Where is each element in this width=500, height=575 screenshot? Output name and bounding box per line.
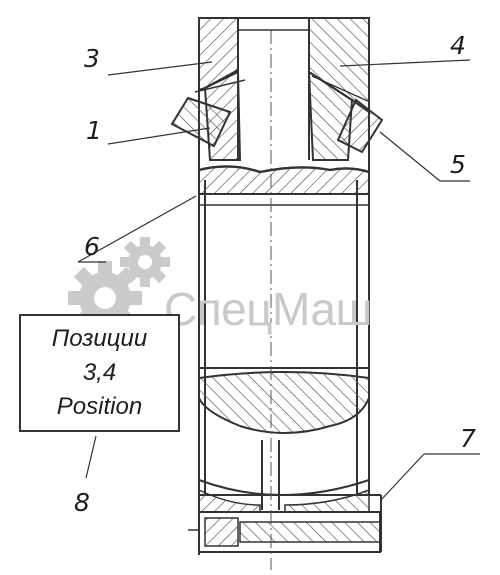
bearing-right <box>307 70 384 161</box>
bottom-cup <box>198 440 370 510</box>
weld-seam <box>198 165 370 195</box>
positions-note-box: Позиции 3,4 Position <box>19 314 180 432</box>
callout-5: 5 <box>450 150 466 179</box>
callout-8: 8 <box>74 488 90 517</box>
callout-6: 6 <box>84 232 100 261</box>
lower-dome <box>198 371 370 434</box>
bearing-left <box>170 70 246 161</box>
shaft <box>237 18 310 160</box>
note-line-3: Position <box>56 393 143 420</box>
bottom-flange <box>198 494 382 553</box>
note-line-1: Позиции <box>51 325 148 352</box>
callout-7: 7 <box>460 424 476 453</box>
callout-4: 4 <box>450 31 466 60</box>
callout-3: 3 <box>84 44 100 73</box>
callout-1: 1 <box>86 116 102 145</box>
leader-lines <box>77 59 480 501</box>
note-line-2: 3,4 <box>82 359 117 386</box>
watermark-text: СпецМаш <box>164 283 372 335</box>
